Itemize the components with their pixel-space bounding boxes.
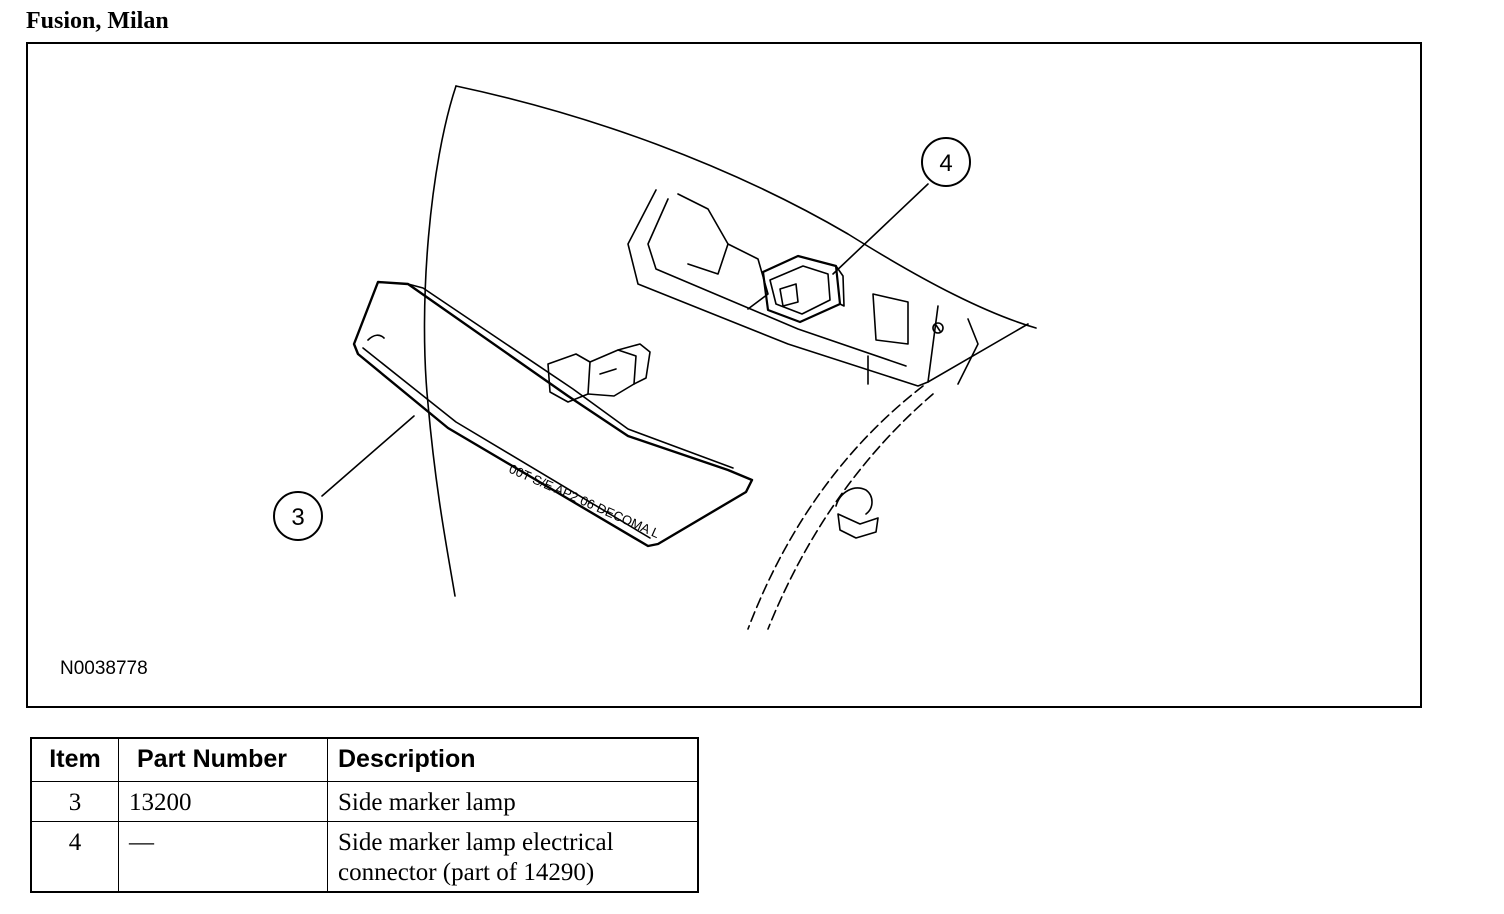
fender-edge-line — [423, 85, 457, 597]
parts-table-header-row: Item Part Number Description — [30, 737, 699, 782]
callout-4: 4 — [921, 137, 971, 187]
wheel-arch-curve — [747, 385, 924, 630]
callout-4-number: 4 — [939, 150, 952, 177]
callout-3-leader — [321, 415, 415, 497]
part-number-cell: — — [118, 821, 328, 893]
callout-4-leader — [832, 183, 929, 275]
column-header-part-number: Part Number — [118, 737, 328, 782]
description-cell: Side marker lamp electrical connector (p… — [327, 821, 699, 893]
illustration-reference-code: N0038778 — [60, 658, 148, 679]
column-header-item: Item — [30, 737, 119, 782]
parts-table: Item Part Number Description 3 13200 Sid… — [30, 737, 699, 893]
description-cell: Side marker lamp — [327, 781, 699, 822]
table-row: 3 13200 Side marker lamp — [30, 781, 699, 822]
column-header-description: Description — [327, 737, 699, 782]
connector-terminal — [779, 283, 799, 307]
table-row: 4 — Side marker lamp electrical connecto… — [30, 821, 699, 893]
side-marker-lamp-illustration: 00T S/E AP2 06 DECOMA L 3 4 — [273, 85, 1037, 630]
page-title: Fusion, Milan — [26, 8, 169, 34]
illustration-frame: 00T S/E AP2 06 DECOMA L 3 4 N0038778 — [26, 42, 1422, 708]
fender-top-contour — [455, 85, 1037, 329]
lens-marking-text: 00T S/E AP2 06 DECOMA L — [507, 461, 662, 541]
side-marker-lamp-lens — [352, 280, 754, 548]
callout-3-number: 3 — [291, 504, 304, 531]
retainer-pin — [835, 487, 873, 515]
callout-3: 3 — [273, 491, 323, 541]
item-cell: 3 — [30, 781, 119, 822]
part-number-cell: 13200 — [118, 781, 328, 822]
item-cell: 4 — [30, 821, 119, 893]
